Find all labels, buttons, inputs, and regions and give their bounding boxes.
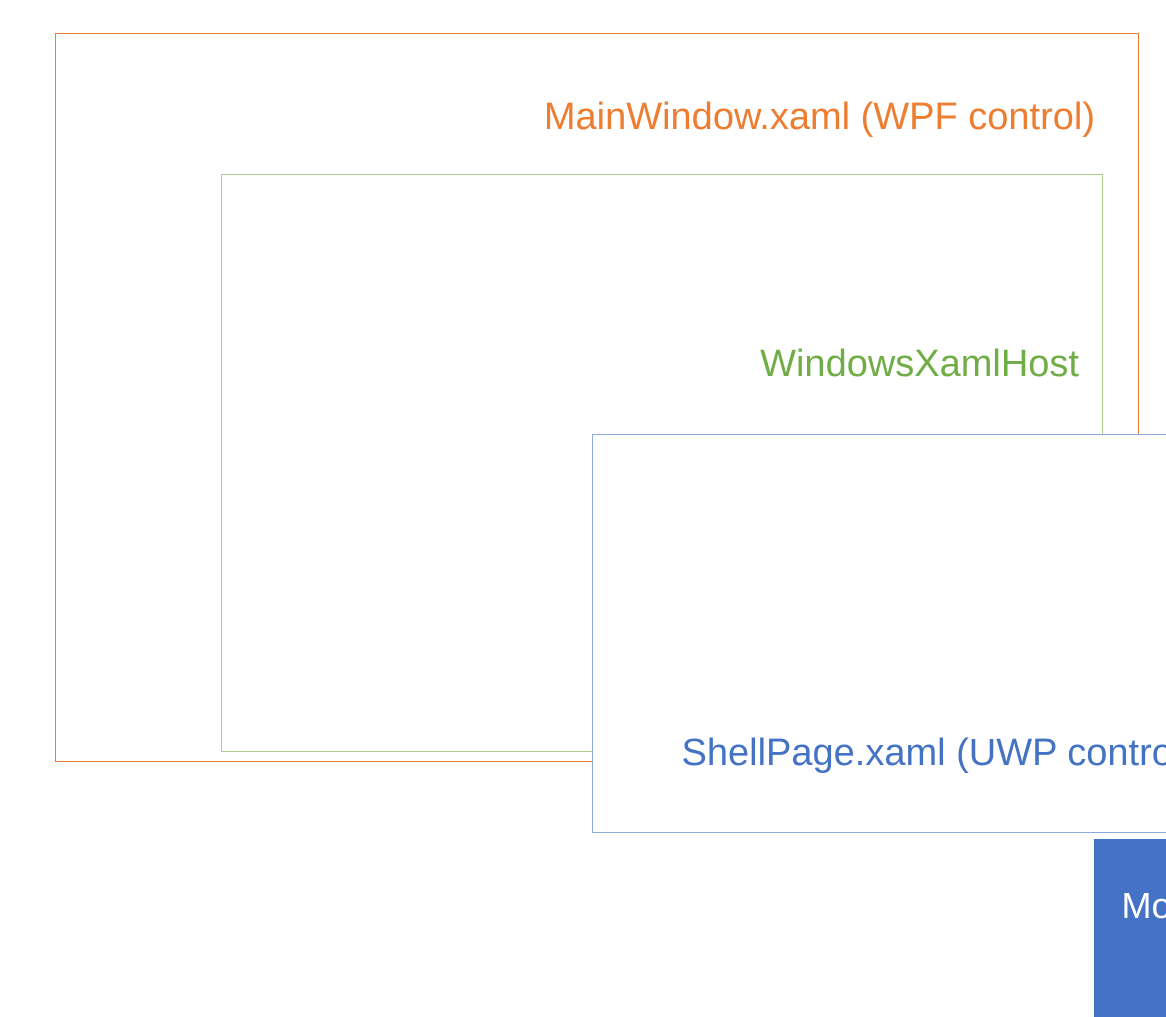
mainwindow-wpf-container: MainWindow.xaml (WPF control) WindowsXam… — [55, 33, 1166, 1017]
shellpage-uwp-label: ShellPage.xaml (UWP control) — [681, 732, 1166, 774]
shellpage-uwp-container: ShellPage.xaml (UWP control) Module 1 Mo… — [592, 434, 1166, 1017]
module-block-1: Module 1 — [1094, 839, 1166, 1017]
mainwindow-wpf-label: MainWindow.xaml (WPF control) — [543, 96, 1095, 138]
windowsxamlhost-label: WindowsXamlHost — [760, 343, 1079, 385]
diagram-canvas: MainWindow.xaml (WPF control) WindowsXam… — [55, 33, 1166, 1017]
module-block-1-line1: Module — [1121, 885, 1166, 927]
windowsxamlhost-container: WindowsXamlHost ShellPage.xaml (UWP cont… — [221, 174, 1166, 1017]
